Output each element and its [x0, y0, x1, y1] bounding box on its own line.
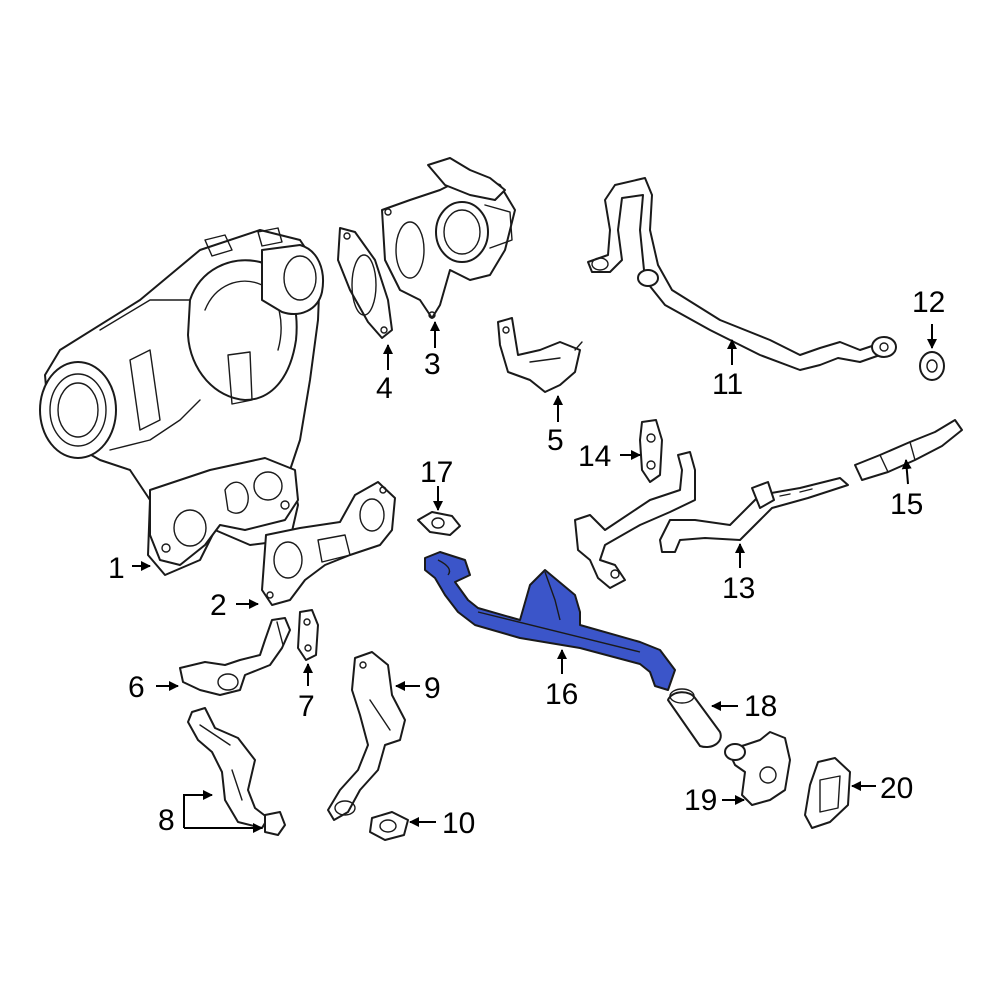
- callout-9: 9: [424, 672, 441, 705]
- callout-2: 2: [210, 589, 227, 622]
- part-14-gasket[interactable]: [574, 419, 696, 589]
- part-2-gasket[interactable]: [261, 481, 396, 606]
- part-20-cover[interactable]: [804, 757, 851, 829]
- callout-19: 19: [684, 784, 717, 817]
- part-4-gasket[interactable]: [337, 227, 393, 339]
- callout-16: 16: [545, 678, 578, 711]
- callouts: 1 2 3 4 5 6 7 8 9 10 11 12 13 14 15 16 1…: [108, 286, 945, 840]
- callout-13: 13: [722, 572, 755, 605]
- part-1-turbocharger[interactable]: [39, 227, 324, 576]
- part-8-hose[interactable]: [187, 707, 286, 836]
- leader-8a: [183, 790, 213, 828]
- part-15-sensor[interactable]: [854, 419, 963, 481]
- callout-17: 17: [420, 456, 453, 489]
- part-9-bracket[interactable]: [327, 651, 406, 821]
- part-12-washer[interactable]: [919, 351, 945, 381]
- leader-lines: [132, 321, 937, 833]
- callout-14: 14: [578, 440, 611, 473]
- part-5-bracket[interactable]: [497, 317, 583, 393]
- callout-1: 1: [108, 552, 125, 585]
- part-10-gasket[interactable]: [369, 811, 409, 841]
- part-13-line[interactable]: [659, 477, 849, 553]
- callout-6: 6: [128, 671, 145, 704]
- part-19-adapter[interactable]: [724, 731, 791, 806]
- callout-20: 20: [880, 772, 913, 805]
- part-3-housing[interactable]: [381, 157, 516, 319]
- part-18-sleeve[interactable]: [667, 688, 722, 748]
- callout-5: 5: [547, 424, 564, 457]
- callout-10: 10: [442, 807, 475, 840]
- leader-15: [901, 459, 912, 485]
- callout-11: 11: [712, 368, 743, 401]
- part-16-pipe[interactable]: [424, 551, 676, 691]
- part-7-gasket[interactable]: [297, 609, 319, 661]
- part-11-line[interactable]: [587, 177, 897, 371]
- callout-12: 12: [912, 286, 945, 319]
- callout-18: 18: [744, 690, 777, 723]
- callout-8: 8: [158, 804, 175, 837]
- part-6-line[interactable]: [179, 617, 291, 696]
- part-17-gasket[interactable]: [417, 511, 461, 536]
- callout-3: 3: [424, 348, 441, 381]
- callout-4: 4: [376, 372, 393, 405]
- callout-7: 7: [298, 690, 315, 723]
- callout-15: 15: [890, 488, 923, 521]
